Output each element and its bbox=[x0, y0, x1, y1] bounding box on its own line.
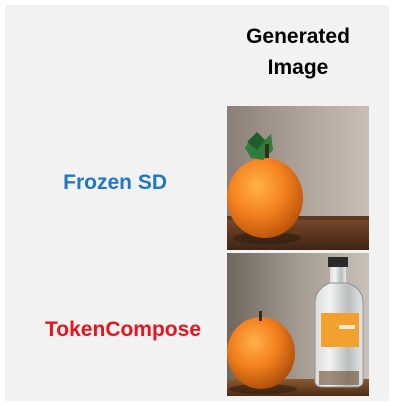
row-label-frozen-sd: Frozen SD bbox=[63, 171, 167, 194]
row-label-tokencompose: TokenCompose bbox=[45, 318, 201, 341]
figure-panel: Generated Image Frozen SD TokenCompose bbox=[5, 5, 389, 401]
generated-image-frozen-sd bbox=[227, 106, 369, 250]
generated-image-tokencompose bbox=[227, 253, 369, 396]
column-header: Generated Image bbox=[246, 25, 350, 79]
